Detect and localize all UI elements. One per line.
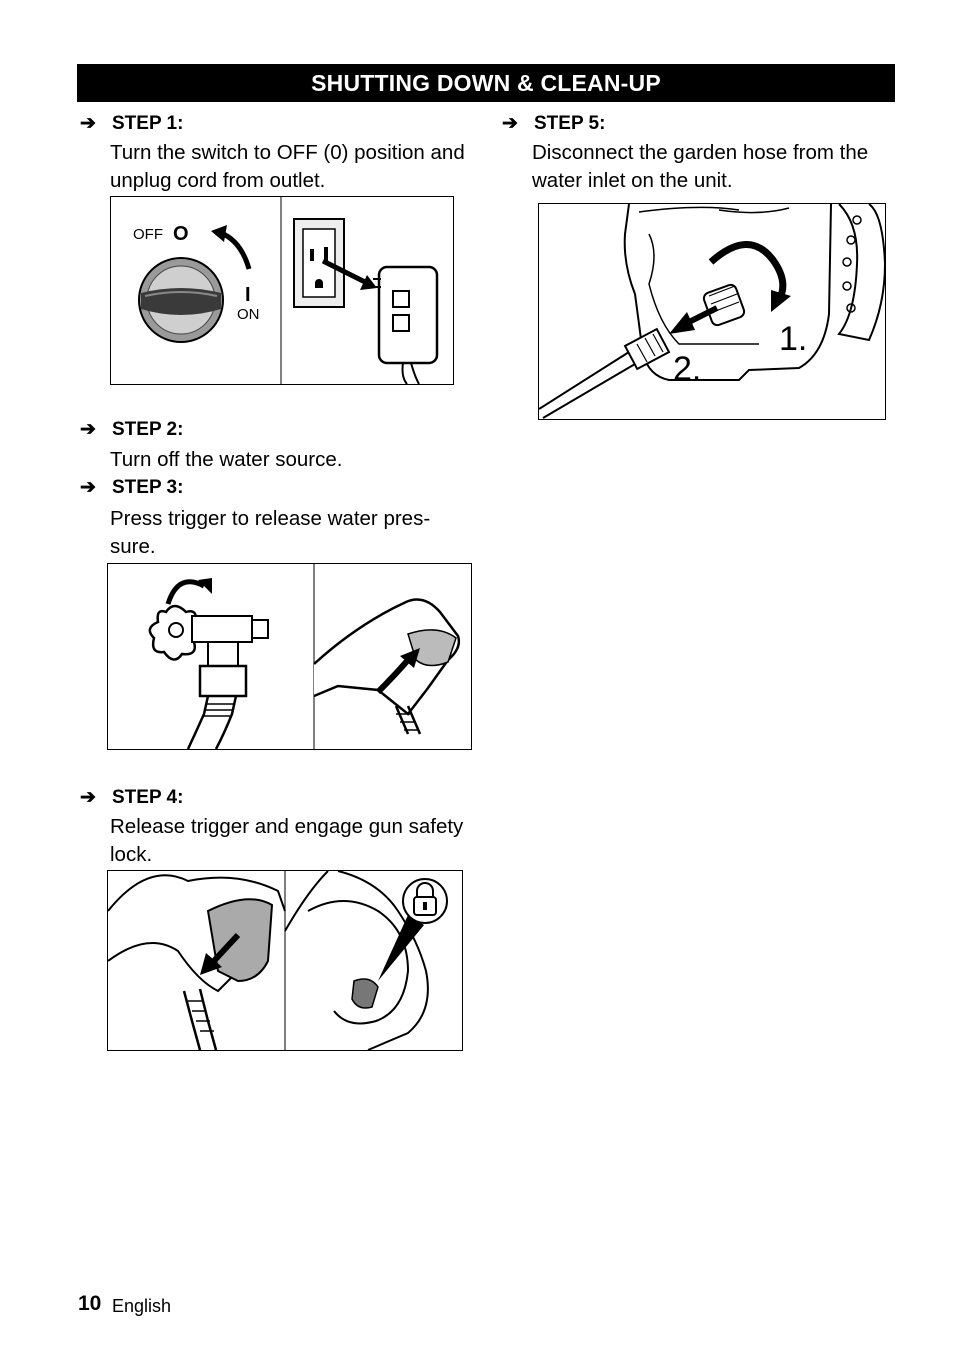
step-1-text: Turn the switch to OFF (0) position and …: [110, 141, 465, 192]
arrow-right-icon: ➔: [80, 419, 96, 440]
section-title-banner: SHUTTING DOWN & CLEAN-UP: [77, 64, 895, 102]
figure-switch-and-plug: OFF O I ON: [110, 196, 454, 385]
spray-gun-handle-icon: [108, 874, 286, 1050]
step-2-label: STEP 2:: [112, 419, 184, 440]
figure-safety-lock: [107, 870, 463, 1051]
arrow-right-icon: ➔: [502, 113, 518, 134]
switch-off-symbol: O: [173, 223, 189, 245]
callout-1: 1.: [779, 320, 807, 358]
rotate-arrow-icon: [708, 241, 791, 312]
figure-water-inlet: 1. 2.: [538, 203, 886, 420]
release-arrow-icon: [200, 932, 241, 975]
step-2-text: Turn off the water source.: [110, 448, 343, 471]
inlet-fitting-icon: [702, 283, 746, 327]
power-switch-knob-icon: [138, 257, 224, 343]
padlock-icon: [378, 878, 448, 981]
step-3-label: STEP 3:: [112, 477, 184, 498]
wall-outlet-icon: [293, 218, 345, 308]
curved-arrow-icon: [211, 225, 252, 270]
arrow-right-icon: ➔: [80, 113, 96, 134]
garden-hose-icon: [539, 327, 671, 419]
step-2-heading: ➔ STEP 2:: [80, 418, 183, 442]
switch-off-label: OFF: [133, 226, 163, 243]
step-3-heading: ➔ STEP 3:: [80, 476, 183, 500]
step-4-heading: ➔ STEP 4:: [80, 786, 183, 810]
step-4-label: STEP 4:: [112, 787, 184, 808]
step-1-heading: ➔ STEP 1:: [80, 112, 183, 136]
spray-gun-grip-icon: [284, 871, 429, 1050]
straight-arrow-icon: [321, 258, 377, 290]
rotate-arrow-icon: [165, 578, 212, 605]
page-number: 10: [78, 1292, 102, 1315]
water-faucet-icon: [148, 604, 269, 749]
pull-arrow-icon: [669, 305, 719, 334]
step-5-heading: ➔ STEP 5:: [502, 112, 605, 136]
callout-2: 2.: [673, 350, 701, 388]
step-5-text: Disconnect the garden hose from the wate…: [532, 141, 869, 192]
step-5-label: STEP 5:: [534, 113, 606, 134]
step-4-text: Release trigger and engage gun safety lo…: [110, 815, 464, 866]
step-1-label: STEP 1:: [112, 113, 184, 134]
arrow-right-icon: ➔: [80, 477, 96, 498]
switch-on-label: ON: [237, 306, 260, 323]
arrow-right-icon: ➔: [80, 787, 96, 808]
switch-on-symbol: I: [245, 284, 251, 306]
power-plug-icon: [373, 265, 439, 384]
press-arrow-icon: [375, 648, 420, 695]
figure-faucet-and-trigger: [107, 563, 472, 750]
spray-gun-trigger-icon: [313, 598, 461, 735]
page-language: English: [112, 1296, 172, 1316]
section-title: SHUTTING DOWN & CLEAN-UP: [311, 70, 661, 96]
step-3-text: Press trigger to release water pres-sure…: [110, 507, 431, 558]
